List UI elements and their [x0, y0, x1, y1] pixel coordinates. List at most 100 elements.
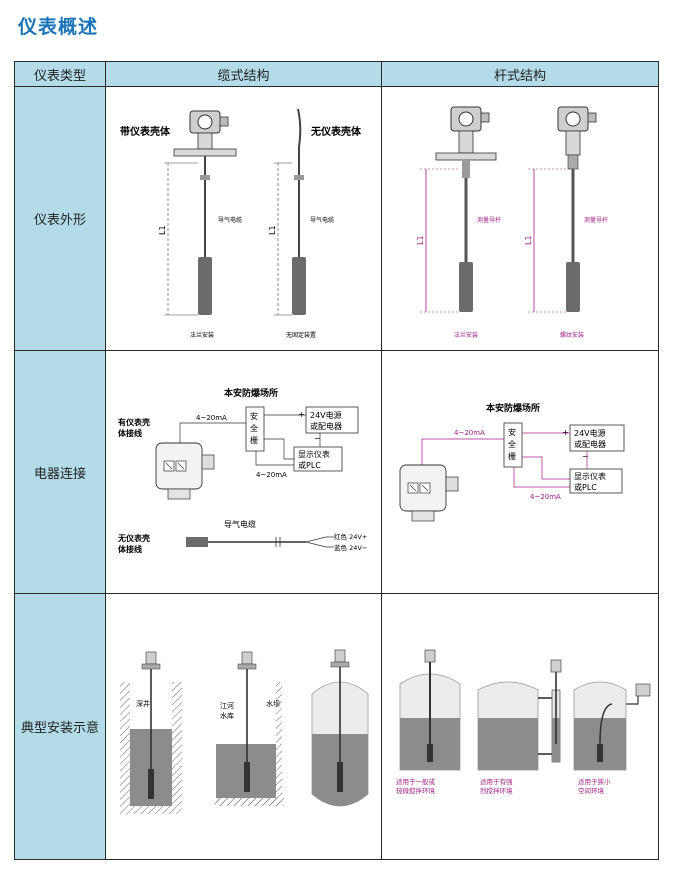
zone-title: 本安防爆场所: [224, 387, 278, 399]
probe-icon-right: [566, 262, 580, 312]
case-strong-2: 烈搅拌环境: [480, 786, 513, 795]
cable-wiring-figure: 本安防爆场所 有仪表壳 体接线 安 全 栅 24V电源 或配电器 + − 显示仪…: [106, 351, 382, 594]
tank-scene: [311, 649, 369, 807]
current-top: 4~20mA: [196, 414, 227, 422]
thread-icon: [567, 154, 579, 170]
minus-sign: −: [582, 452, 589, 461]
minus-sign: −: [314, 434, 321, 443]
barrier-char-3: 栅: [250, 435, 258, 445]
rod-install-figure: 适用于一般或 轻微搅拌环境 适用于有强 烈搅拌环境: [382, 594, 658, 859]
length-mark-left: L1: [416, 235, 425, 245]
label-dam: 水坝: [266, 699, 280, 708]
rod-install-svg: 适用于一般或 轻微搅拌环境 适用于有强 烈搅拌环境: [396, 649, 651, 795]
barrier-char-3: 栅: [508, 451, 516, 461]
cable-appearance-figure: 带仪表壳体 L1 导气电缆 法兰安装 无仪表壳体: [106, 87, 382, 351]
red-wire-label: 红色 24V+: [334, 532, 367, 541]
header-type: 仪表类型: [15, 62, 106, 87]
length-mark-right: L1: [268, 225, 277, 235]
cable-install-figure: 深井 江河 水库 水坝: [106, 594, 382, 859]
cable-clamp-icon: [200, 175, 210, 180]
terminal-housing-icon: [155, 442, 215, 500]
barrier-char-2: 全: [508, 439, 516, 449]
strong-agitation-scene: 适用于有强 烈搅拌环境: [477, 659, 562, 795]
label-with-housing: 带仪表壳体: [120, 125, 171, 138]
transmitter-housing-icon: [189, 110, 229, 150]
general-tank-scene: 适用于一般或 轻微搅拌环境: [396, 649, 461, 795]
power-box: [305, 406, 359, 434]
case-small-2: 空间环境: [578, 786, 605, 795]
display-line2: 或PLC: [298, 460, 321, 470]
case-general-1: 适用于一般或: [396, 777, 436, 786]
current-bottom: 4~20mA: [256, 471, 287, 479]
transmitter-housing-icon: [557, 106, 597, 156]
power-line2: 或配电器: [574, 439, 606, 449]
length-mark-left: L1: [158, 225, 167, 235]
label-rod-left: 测量导杆: [477, 216, 501, 224]
case-small-1: 适用于狭小: [578, 777, 611, 786]
probe-icon-right: [292, 257, 306, 315]
label-cable-right: 导气电缆: [310, 216, 334, 224]
display-line1: 显示仪表: [298, 449, 330, 459]
cable-label: 导气电缆: [224, 519, 256, 529]
terminal-housing-icon: [399, 464, 459, 522]
power-box-rod: [569, 424, 625, 452]
plus-sign: +: [562, 428, 569, 437]
label-cable-left: 导气电缆: [218, 216, 242, 224]
case-strong-1: 适用于有强: [480, 777, 513, 786]
bare-cable-line: [297, 108, 302, 257]
cable-install-svg: 深井 江河 水库 水坝: [120, 649, 369, 814]
page-title: 仪表概述: [18, 16, 99, 38]
caption-rod-flange: 法兰安装: [454, 331, 478, 339]
transmitter-housing-icon: [450, 106, 490, 154]
safety-barrier-rod: [503, 422, 523, 468]
label-well: 深井: [136, 699, 150, 708]
probe-icon: [198, 257, 212, 315]
barrier-char-2: 全: [250, 423, 258, 433]
row-label-install: 典型安装示意: [15, 594, 106, 859]
display-box: [293, 446, 343, 472]
blue-wire-label: 蓝色 24V−: [334, 543, 367, 552]
header-rod: 杆式结构: [382, 62, 658, 87]
current-top-rod: 4~20mA: [454, 429, 485, 437]
caption-no-fix: 无固定装置: [286, 331, 316, 339]
cable-wiring-svg: 本安防爆场所 有仪表壳 体接线 安 全 栅 24V电源 或配电器 + − 显示仪…: [117, 387, 367, 554]
current-bottom-rod: 4~20mA: [530, 493, 561, 501]
small-space-scene: 适用于狭小 空间环境: [573, 681, 651, 795]
label-reservoir-1: 江河: [220, 702, 234, 710]
rod-appearance-svg: L1 测量导杆 法兰安装 L1 测量导杆 螺纹安装: [416, 106, 608, 339]
with-housing-line2: 体接线: [118, 428, 142, 438]
reservoir-scene: 江河 水库 水坝: [214, 651, 284, 806]
caption-flange-install: 法兰安装: [190, 331, 214, 339]
row-label-appearance: 仪表外形: [15, 87, 106, 351]
barrier-char-1: 安: [508, 427, 516, 437]
without-housing-line2: 体接线: [118, 544, 142, 554]
power-line1: 24V电源: [574, 428, 606, 438]
label-reservoir-2: 水库: [220, 711, 234, 720]
probe-icon: [186, 537, 208, 547]
deep-well-scene: 深井: [120, 651, 182, 814]
case-general-2: 轻微搅拌环境: [396, 786, 436, 795]
safety-barrier: [245, 406, 265, 452]
probe-icon: [459, 262, 473, 312]
power-line2: 或配电器: [310, 421, 342, 431]
length-mark-right: L1: [524, 235, 533, 245]
plus-sign: +: [298, 410, 305, 419]
spec-table: 仪表类型 缆式结构 杆式结构 仪表外形 带仪表壳体 L1 导气电缆 法兰安装: [14, 61, 659, 860]
row-label-wiring: 电器连接: [15, 351, 106, 594]
flange-icon: [173, 148, 237, 157]
display-line1: 显示仪表: [574, 471, 606, 481]
flange-icon: [435, 152, 497, 161]
label-rod-right: 测量导杆: [584, 216, 608, 224]
label-without-housing: 无仪表壳体: [310, 125, 362, 138]
rod-wiring-figure: 本安防爆场所 安 全 栅 24V电源 或配电器 + − 显示仪表 或PLC 4~…: [382, 351, 658, 594]
cable-appearance-svg: 带仪表壳体 L1 导气电缆 法兰安装 无仪表壳体: [120, 108, 362, 339]
caption-rod-thread: 螺纹安装: [560, 331, 584, 339]
power-line1: 24V电源: [310, 410, 342, 420]
rod-wiring-svg: 本安防爆场所 安 全 栅 24V电源 或配电器 + − 显示仪表 或PLC 4~…: [399, 402, 625, 522]
display-line2: 或PLC: [574, 482, 597, 492]
display-box-rod: [569, 468, 623, 494]
rod-appearance-figure: L1 测量导杆 法兰安装 L1 测量导杆 螺纹安装: [382, 87, 658, 351]
barrier-char-1: 安: [250, 411, 258, 421]
zone-title-rod: 本安防爆场所: [486, 402, 540, 414]
without-housing-line1: 无仪表壳: [117, 533, 150, 543]
